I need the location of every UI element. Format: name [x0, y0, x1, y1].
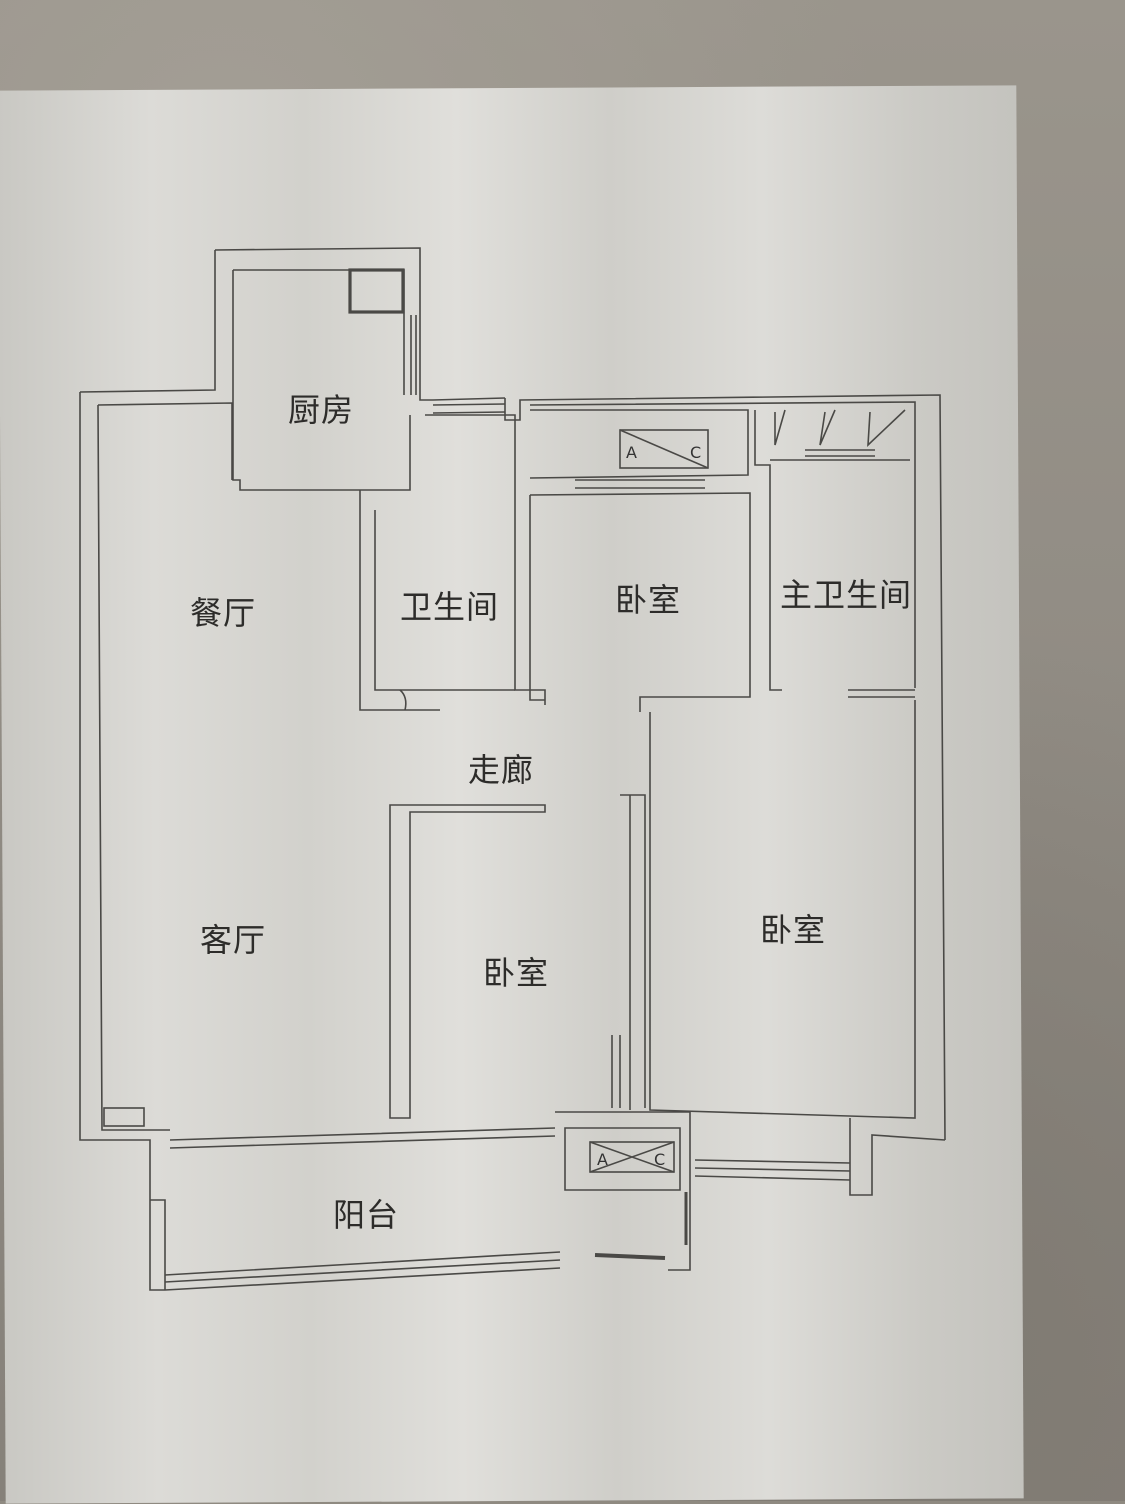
ac-north-a: A — [626, 443, 637, 462]
exterior-walls — [79, 392, 946, 1291]
room-label-corridor: 走廊 — [468, 751, 535, 789]
master-bathroom-walls — [754, 409, 915, 698]
ac-south-a: A — [597, 1150, 608, 1169]
room-label-bedroom-north: 卧室 — [615, 581, 682, 619]
room-label-master-bedroom: 卧室 — [760, 911, 827, 949]
ac-north-c: C — [690, 443, 701, 462]
room-label-living: 客厅 — [200, 921, 267, 959]
room-label-kitchen: 厨房 — [288, 391, 355, 429]
bathroom-walls — [359, 414, 546, 711]
balcony-walls — [150, 1111, 851, 1291]
master-bedroom-walls — [649, 700, 946, 1196]
room-label-bathroom: 卫生间 — [400, 588, 500, 626]
kitchen-walls — [79, 247, 433, 491]
bedroom-south-walls — [389, 794, 646, 1119]
room-label-dining: 餐厅 — [190, 594, 257, 632]
room-label-master-bathroom: 主卫生间 — [780, 576, 913, 614]
ac-south-c: C — [654, 1150, 665, 1169]
bedroom-north-walls — [529, 409, 751, 712]
room-label-balcony: 阳台 — [333, 1196, 400, 1234]
room-label-bedroom-south: 卧室 — [483, 954, 550, 992]
